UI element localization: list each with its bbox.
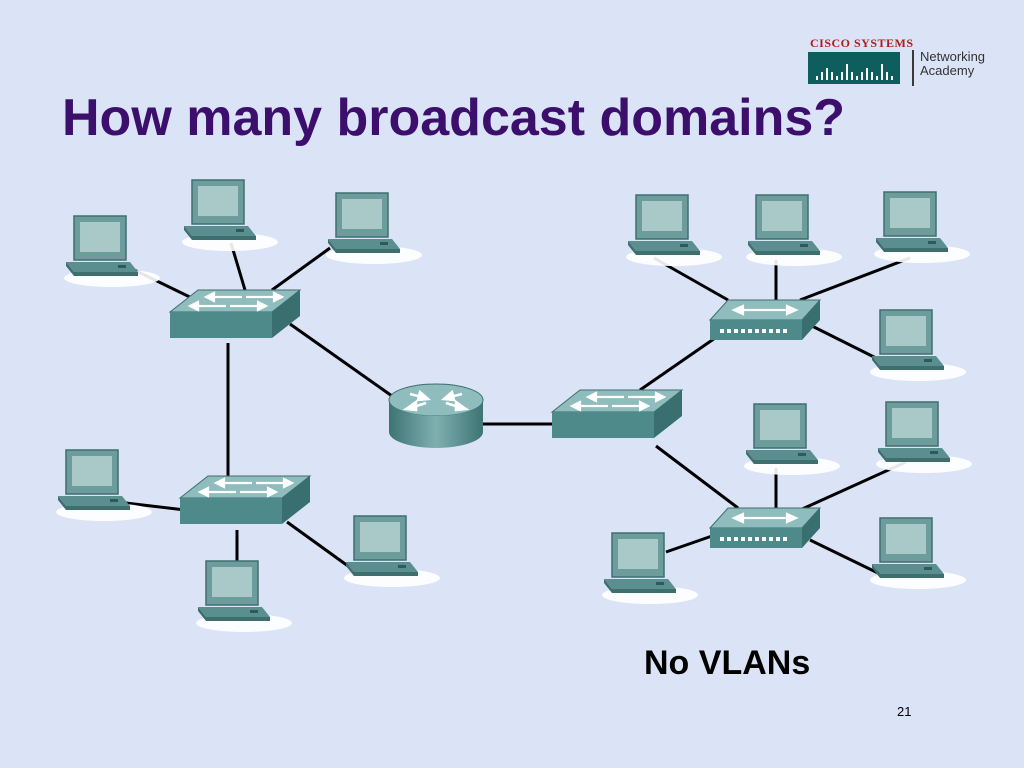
networking-academy-text: Networking Academy (920, 50, 985, 78)
cisco-brand-text: CISCO SYSTEMS (810, 36, 914, 50)
cisco-bars-icon (808, 52, 900, 84)
pc-icon (195, 560, 293, 633)
pc-icon (181, 179, 279, 252)
link (286, 520, 349, 568)
pc-icon (343, 515, 441, 588)
pc-icon (601, 532, 699, 605)
link (655, 444, 739, 510)
switch-icon (550, 388, 684, 440)
hub-icon (708, 506, 822, 550)
switch-icon (168, 288, 302, 340)
link (117, 500, 186, 512)
network-links (117, 242, 911, 576)
pc-icon (875, 401, 973, 474)
hub-icon (708, 298, 822, 342)
pc-icon (873, 191, 971, 264)
pc-icon (869, 517, 967, 590)
link (639, 334, 719, 392)
link (665, 534, 713, 554)
academy-line-1: Networking (920, 49, 986, 64)
slide-title: How many broadcast domains? (62, 89, 846, 147)
caption-no-vlans: No VLANs (644, 644, 811, 682)
link (809, 538, 881, 576)
pc-icon (55, 449, 153, 522)
page-number: 21 (897, 704, 912, 719)
cisco-networking-academy-logo: CISCO SYSTEMS (808, 36, 1004, 88)
router-icon (388, 383, 484, 448)
pc-icon (869, 309, 967, 382)
pc-icon (743, 403, 841, 476)
logo-divider (912, 50, 914, 86)
pc-icon (625, 194, 723, 267)
link (799, 256, 911, 302)
link (289, 322, 393, 398)
switch-icon (178, 474, 312, 526)
pc-icon (325, 192, 423, 265)
pc-icon (745, 194, 843, 267)
link (271, 246, 331, 292)
pc-icon (63, 215, 161, 288)
link (811, 324, 881, 362)
academy-line-2: Academy (920, 63, 975, 78)
